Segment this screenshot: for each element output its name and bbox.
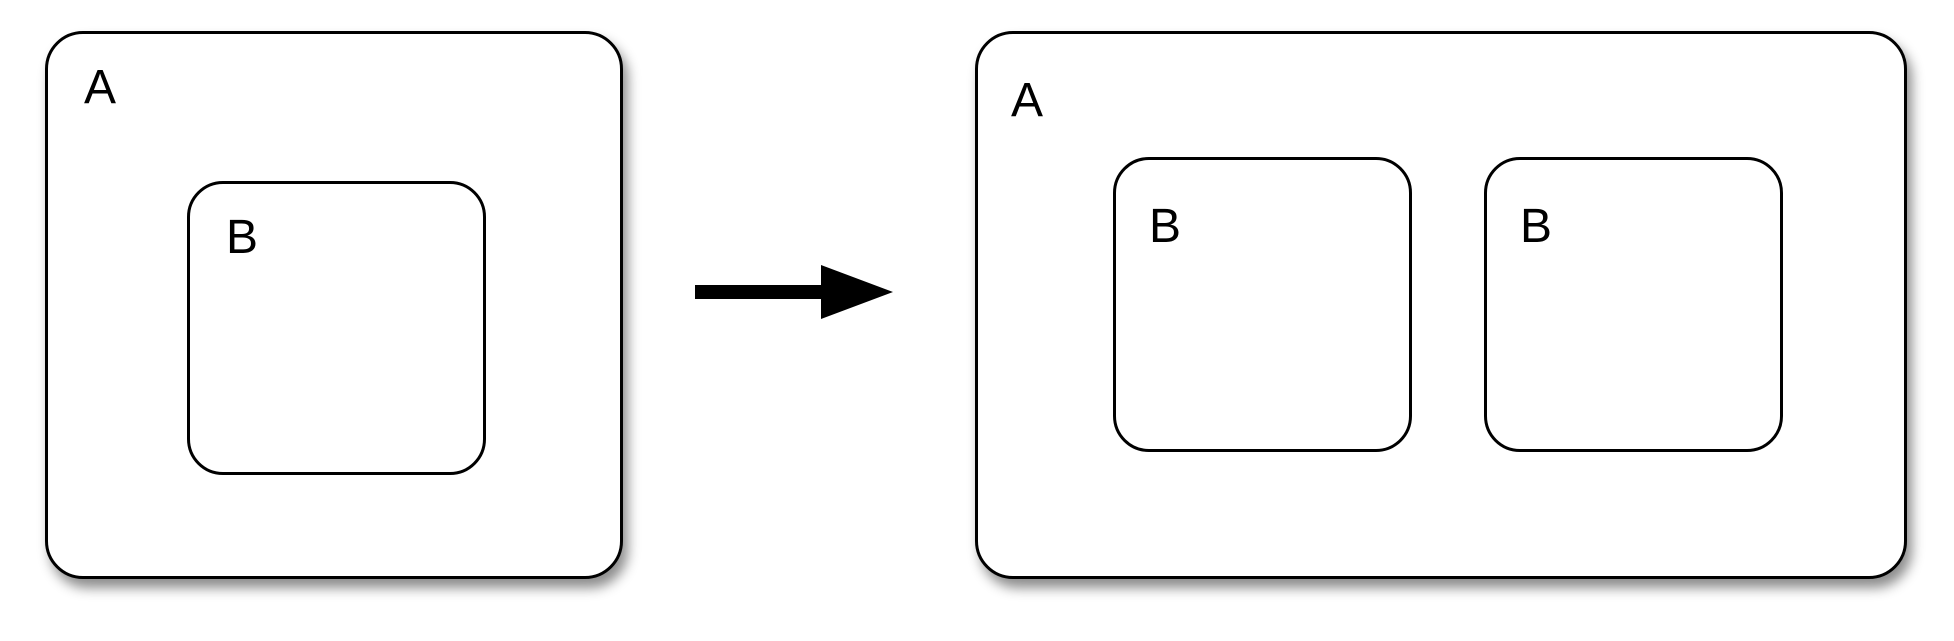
state-b-label: B [226,211,259,264]
outer-state-a-after: A B B [975,31,1907,579]
state-a-label: A [84,61,117,114]
state-a-label: A [1011,74,1044,127]
state-b-label: B [1520,200,1553,253]
inner-state-b: B [187,181,486,475]
outer-state-a-before: A B [45,31,623,579]
inner-state-b-first: B [1113,157,1412,452]
arrow-shaft [695,285,825,299]
arrow-head [821,265,893,319]
inner-state-b-second: B [1484,157,1783,452]
right-arrow-icon [695,265,893,319]
state-b-label: B [1149,200,1182,253]
